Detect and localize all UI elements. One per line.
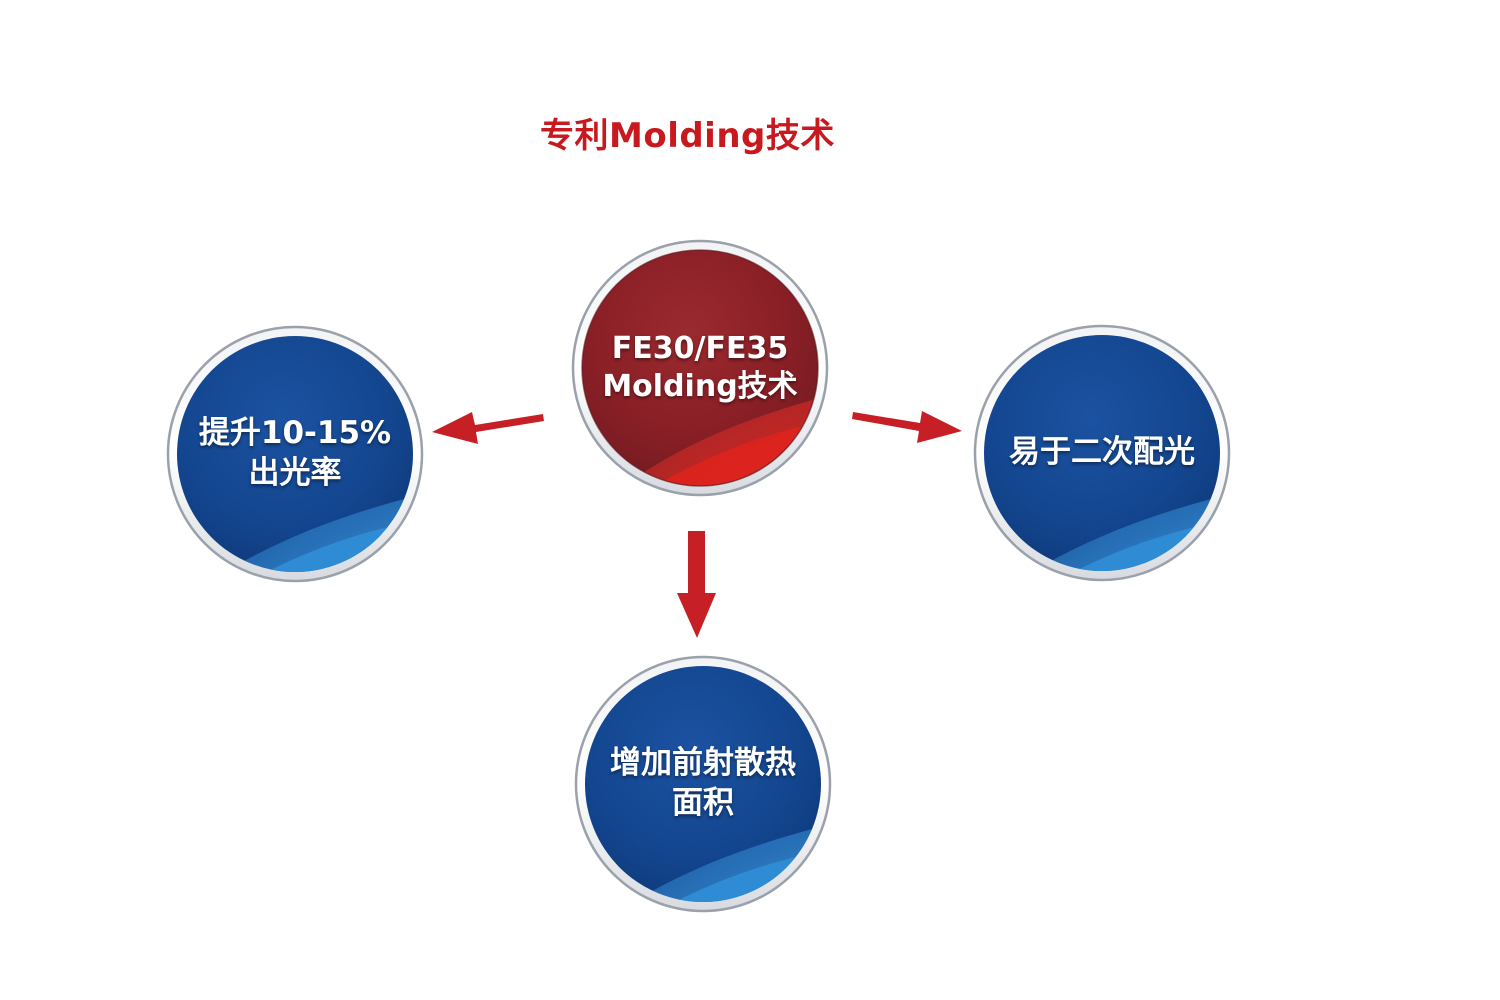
arrow-to-right: [852, 411, 962, 443]
diagram-title: 专利Molding技术: [540, 116, 835, 156]
right-node: [973, 324, 1231, 582]
arrow-to-bottom: [677, 531, 716, 638]
bottom-node: [574, 655, 832, 913]
left-node: [166, 325, 424, 583]
center-node: [571, 239, 829, 497]
arrow-to-left: [432, 412, 544, 444]
